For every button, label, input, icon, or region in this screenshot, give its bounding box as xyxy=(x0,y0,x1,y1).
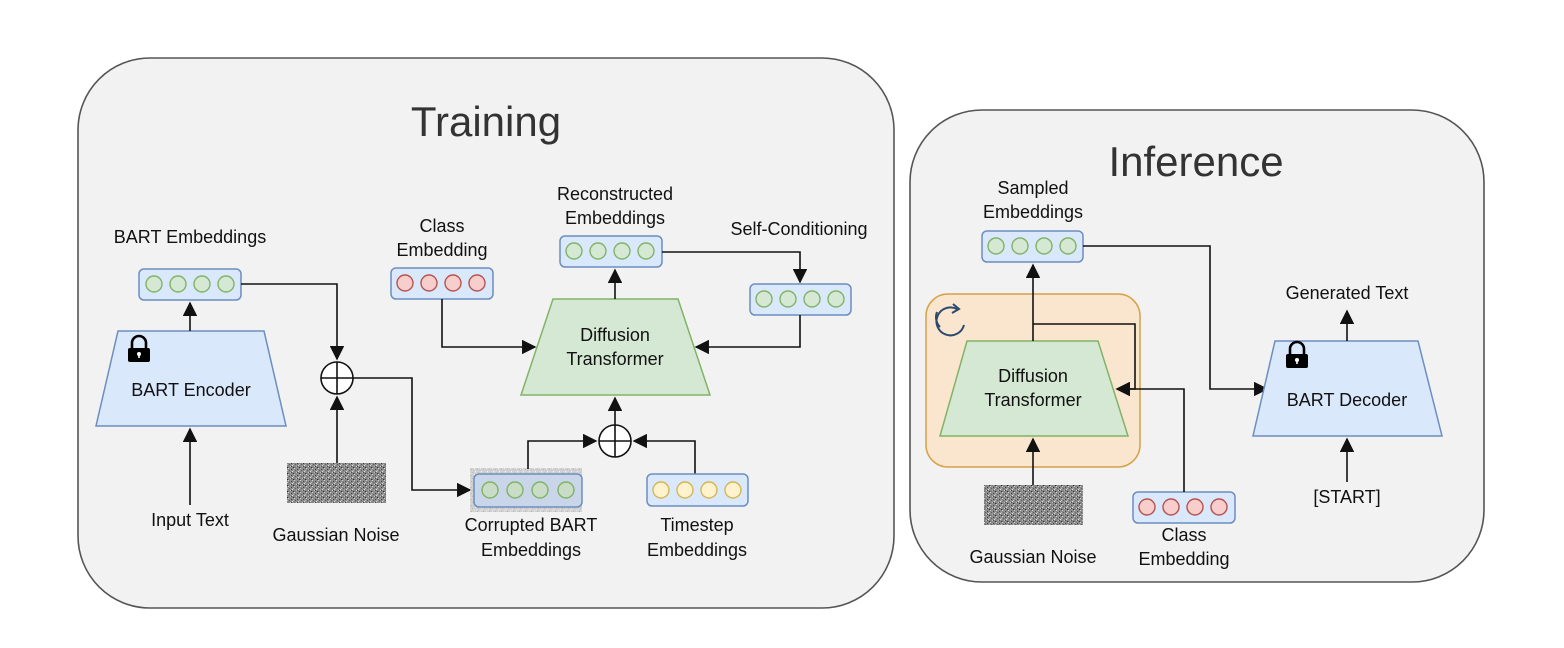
embeddings-to-plus-arrow xyxy=(241,283,345,361)
class-embedding-label-line1: Class xyxy=(419,216,464,236)
reconstructed-label-line1: Reconstructed xyxy=(557,184,673,204)
timestep-to-plus-arrow xyxy=(632,433,696,474)
reconstructed-to-selfcond-arrow xyxy=(662,251,808,284)
bart-decoder-label: BART Decoder xyxy=(1287,390,1407,410)
plus-circle-icon xyxy=(320,361,354,395)
inference-diffusion-label-line1: Diffusion xyxy=(998,366,1068,386)
generated-text-label: Generated Text xyxy=(1286,283,1409,303)
corrupted-embeddings-vector xyxy=(470,468,583,512)
refresh-icon xyxy=(935,303,965,337)
bart-encoder-block: BART Encoder xyxy=(95,330,287,427)
gaussian-noise-label: Gaussian Noise xyxy=(272,525,399,545)
inference-gaussian-noise-label: Gaussian Noise xyxy=(969,547,1096,567)
self-conditioning-vector xyxy=(749,283,852,316)
inference-diffusion-transformer-block: Diffusion Transformer xyxy=(939,340,1130,437)
corrupted-label-line2: Embeddings xyxy=(481,540,581,560)
timestep-label-line1: Timestep xyxy=(660,515,733,535)
sampled-embeddings-vector xyxy=(981,230,1084,263)
class-embedding-label-line2: Embedding xyxy=(396,240,487,260)
class-embedding-vector xyxy=(390,267,494,300)
corrupted-to-plus-arrow xyxy=(527,433,598,469)
plus-circle-icon xyxy=(598,424,632,458)
selfcond-to-transformer-arrow xyxy=(694,315,801,355)
diffusion-transformer-block: Diffusion Transformer xyxy=(519,298,712,396)
inference-class-label-line1: Class xyxy=(1161,525,1206,545)
inference-diffusion-label-line2: Transformer xyxy=(984,390,1081,410)
plus-to-corrupted-arrow xyxy=(353,377,472,498)
bart-encoder-label: BART Encoder xyxy=(131,380,250,400)
diffusion-label-line1: Diffusion xyxy=(580,325,650,345)
lock-icon xyxy=(1286,340,1308,368)
timestep-embeddings-vector xyxy=(646,473,749,507)
training-title: Training xyxy=(411,98,561,145)
sampled-to-decoder-arrow xyxy=(1083,245,1269,397)
diffusion-label-line2: Transformer xyxy=(566,349,663,369)
inference-gaussian-noise-image xyxy=(984,485,1083,525)
lock-icon xyxy=(128,334,150,362)
bart-embeddings-vector xyxy=(138,268,242,301)
input-text-label: Input Text xyxy=(151,510,229,530)
start-token-label: [START] xyxy=(1313,487,1380,507)
sampled-label-line2: Embeddings xyxy=(983,202,1083,222)
training-panel: Training BART Embeddings BART Encoder In… xyxy=(77,57,895,609)
inference-class-embedding-vector xyxy=(1132,491,1236,524)
class-to-transformer-arrow xyxy=(441,299,537,355)
inference-class-label-line2: Embedding xyxy=(1138,549,1229,569)
inference-panel: Inference Sampled Embeddings Diffusion T… xyxy=(909,109,1485,583)
timestep-label-line2: Embeddings xyxy=(647,540,747,560)
sampled-label-line1: Sampled xyxy=(997,178,1068,198)
self-conditioning-label: Self-Conditioning xyxy=(730,219,867,239)
reconstructed-label-line2: Embeddings xyxy=(565,208,665,228)
corrupted-label-line1: Corrupted BART xyxy=(465,515,598,535)
class-to-inference-transformer-arrow xyxy=(1115,381,1185,492)
bart-decoder-block: BART Decoder xyxy=(1252,340,1443,437)
bart-embeddings-label: BART Embeddings xyxy=(114,227,266,247)
inference-title: Inference xyxy=(1108,138,1283,185)
reconstructed-embeddings-vector xyxy=(559,235,663,268)
gaussian-noise-image xyxy=(287,463,386,503)
